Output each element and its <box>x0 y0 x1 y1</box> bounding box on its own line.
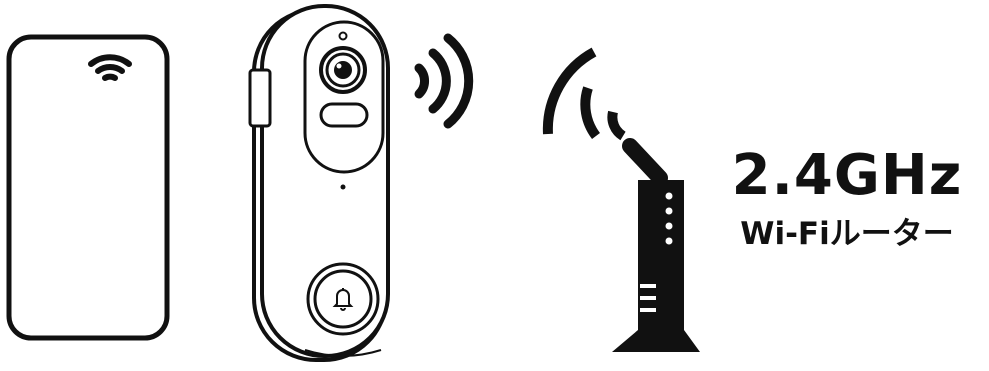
wifi-icon <box>91 57 129 78</box>
video-doorbell-icon <box>250 6 388 360</box>
camera-lens-icon <box>321 48 365 92</box>
smartphone-icon <box>9 37 167 338</box>
wireless-signal-icon <box>419 38 469 124</box>
router-icon <box>548 52 700 352</box>
router-name-label: Wi-Fiルーター <box>716 216 978 252</box>
router-frequency-label: 2.4GHz <box>716 146 978 206</box>
